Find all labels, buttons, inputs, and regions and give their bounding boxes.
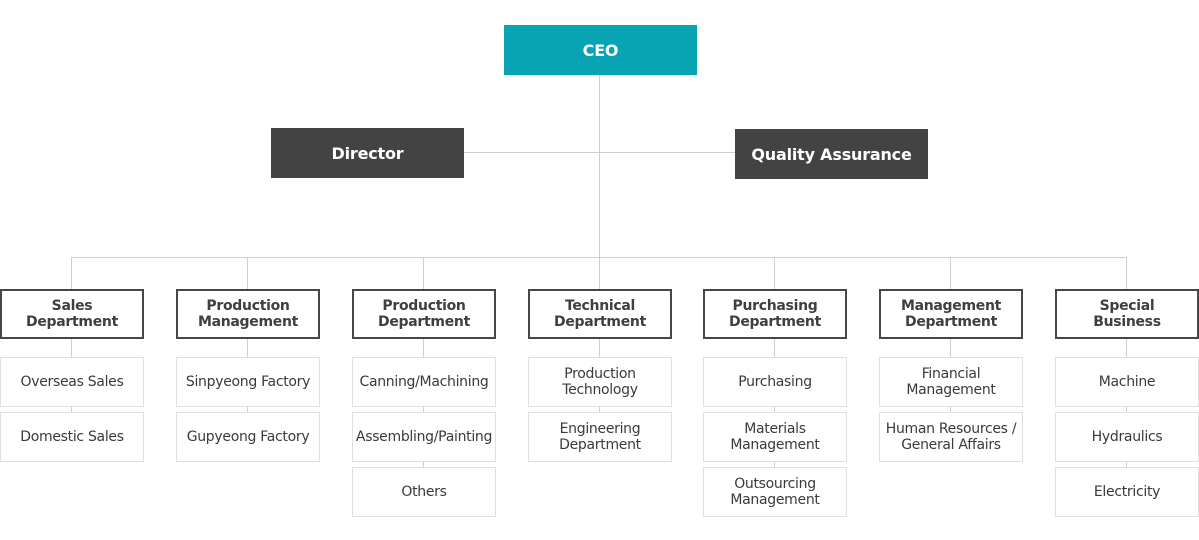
staff-horizontal-connector [463, 152, 735, 153]
sub-unit-box: Domestic Sales [0, 412, 144, 462]
department-name-line: Department [905, 314, 997, 330]
ceo-label: CEO [582, 40, 619, 60]
department-connector [247, 257, 248, 437]
sub-unit-name-line: Human Resources / [885, 421, 1017, 437]
department-name-line: Management [197, 314, 299, 330]
sub-unit-name: Overseas Sales [21, 374, 124, 390]
sub-unit-name-line: Production [564, 366, 636, 382]
sub-unit-name-line: Hydraulics [1091, 429, 1163, 445]
sub-unit-name: Hydraulics [1092, 429, 1163, 445]
department-name-line: Business [1093, 314, 1161, 330]
sub-unit-name-line: Materials [744, 421, 806, 437]
department-connector [599, 257, 600, 437]
department-name-line: Management [900, 298, 1002, 314]
department-connector [950, 257, 951, 437]
quality-assurance-box: Quality Assurance [735, 129, 928, 179]
director-label: Director [331, 143, 404, 163]
sub-unit-name-line: Outsourcing [734, 476, 816, 492]
department-name-line: Sales [51, 298, 93, 314]
department-name-line: Department [378, 314, 470, 330]
sub-unit-box: Purchasing [703, 357, 847, 407]
sub-unit-name: Machine [1099, 374, 1156, 390]
sub-unit-name-line: Domestic Sales [20, 429, 124, 445]
sub-unit-name-line: Overseas Sales [20, 374, 124, 390]
department-name-line: Department [729, 314, 821, 330]
sub-unit-name-line: Electricity [1093, 484, 1161, 500]
sub-unit-name-line: Engineering [559, 421, 641, 437]
department-name-line: Special [1099, 298, 1155, 314]
sub-unit-box: Sinpyeong Factory [176, 357, 320, 407]
sub-unit-name-line: Assembling/Painting [355, 429, 493, 445]
sub-unit-name-line: Management [730, 437, 820, 453]
department-name-line: Production [206, 298, 290, 314]
sub-unit-name-line: Others [401, 484, 447, 500]
department-name-line: Department [554, 314, 646, 330]
department-name-line: Purchasing [732, 298, 818, 314]
sub-unit-box: Canning/Machining [352, 357, 496, 407]
sub-unit-box: Overseas Sales [0, 357, 144, 407]
sub-unit-name: Purchasing [738, 374, 812, 390]
sub-unit-box: Assembling/Painting [352, 412, 496, 462]
sub-unit-name: Canning/Machining [359, 374, 488, 390]
sub-unit-name: Gupyeong Factory [187, 429, 310, 445]
sub-unit-name-line: Sinpyeong Factory [185, 374, 311, 390]
sub-unit-name: Others [401, 484, 447, 500]
sub-unit-box: Gupyeong Factory [176, 412, 320, 462]
department-name-line: Production [382, 298, 466, 314]
sub-unit-name-line: Machine [1098, 374, 1156, 390]
sub-unit-name-line: Technology [562, 382, 638, 398]
sub-unit-box: Machine [1055, 357, 1199, 407]
sub-unit-box: Human Resources /General Affairs [879, 412, 1023, 462]
sub-unit-box: Electricity [1055, 467, 1199, 517]
sub-unit-name-line: Management [730, 492, 820, 508]
department-name-line: Technical [564, 298, 636, 314]
sub-unit-name: Sinpyeong Factory [185, 374, 311, 390]
sub-unit-name-line: Department [559, 437, 641, 453]
sub-unit-name: Electricity [1093, 484, 1161, 500]
ceo-vertical-connector [599, 74, 600, 258]
ceo-box: CEO [504, 25, 697, 75]
sub-unit-name-line: Financial [921, 366, 981, 382]
sub-unit-box: Others [352, 467, 496, 517]
sub-unit-name-line: Purchasing [738, 374, 812, 390]
quality-assurance-label: Quality Assurance [751, 144, 912, 164]
sub-unit-name: Human Resources /General Affairs [886, 421, 1017, 453]
sub-unit-name-line: Management [906, 382, 996, 398]
sub-unit-name: Domestic Sales [20, 429, 124, 445]
director-box: Director [271, 128, 464, 178]
sub-unit-name-line: Canning/Machining [359, 374, 489, 390]
sub-unit-name-line: Gupyeong Factory [186, 429, 310, 445]
sub-unit-box: Hydraulics [1055, 412, 1199, 462]
department-name-line: Department [26, 314, 118, 330]
department-connector [71, 257, 72, 437]
sub-unit-name-line: General Affairs [901, 437, 1001, 453]
sub-unit-name: Assembling/Painting [356, 429, 492, 445]
